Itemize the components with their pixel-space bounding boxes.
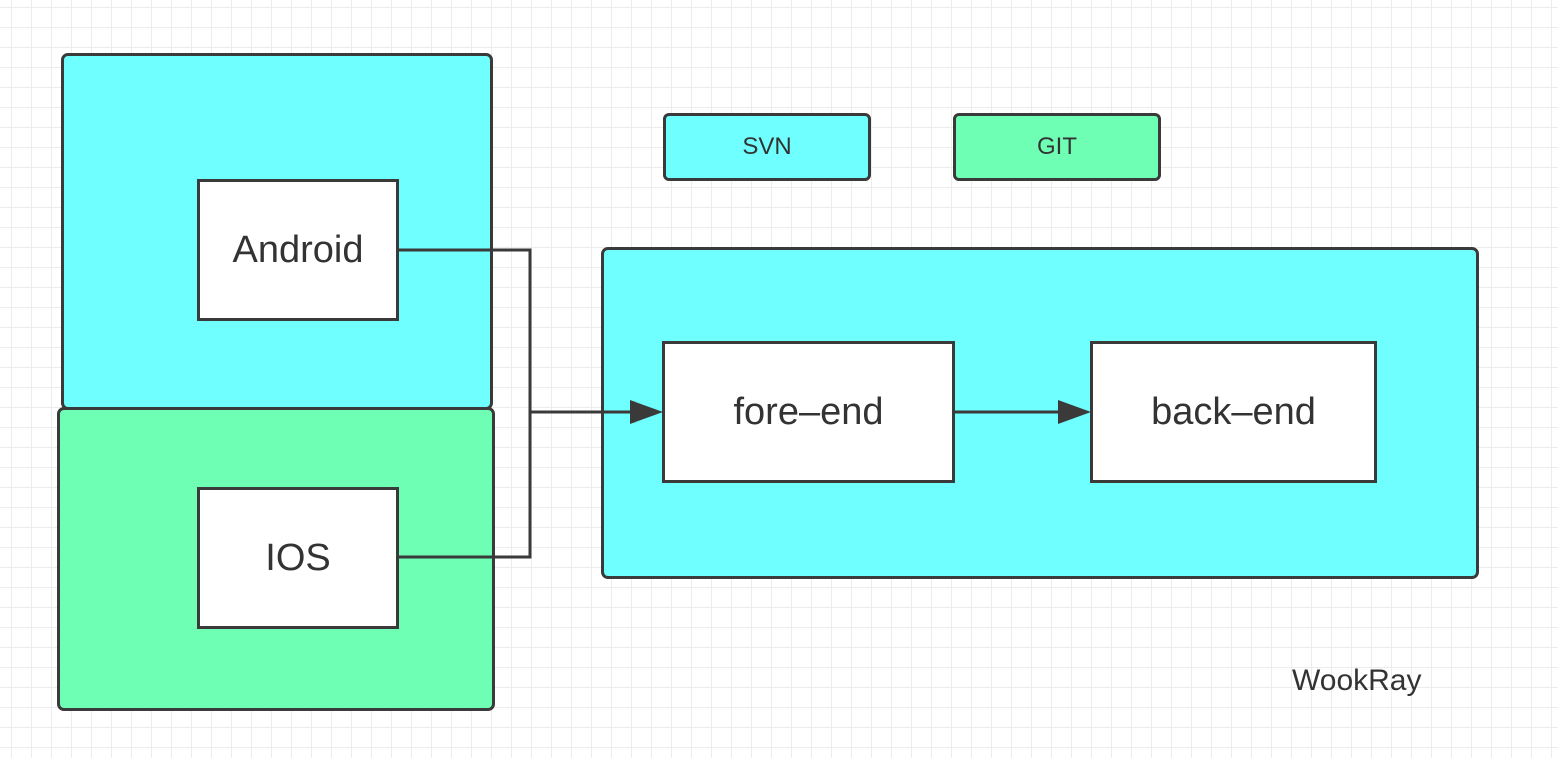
node-back-end: back–end <box>1090 341 1377 483</box>
node-fore-end: fore–end <box>662 341 955 483</box>
legend-git: GIT <box>953 113 1161 181</box>
watermark: WookRay <box>1292 664 1422 697</box>
node-ios: IOS <box>197 487 399 629</box>
legend-svn: SVN <box>663 113 871 181</box>
node-back-end-label: back–end <box>1151 390 1316 433</box>
legend-svn-label: SVN <box>742 133 792 160</box>
node-ios-label: IOS <box>265 536 331 579</box>
legend-git-label: GIT <box>1037 133 1077 160</box>
node-fore-end-label: fore–end <box>733 390 884 433</box>
node-android-label: Android <box>232 228 364 271</box>
node-android: Android <box>197 179 399 321</box>
